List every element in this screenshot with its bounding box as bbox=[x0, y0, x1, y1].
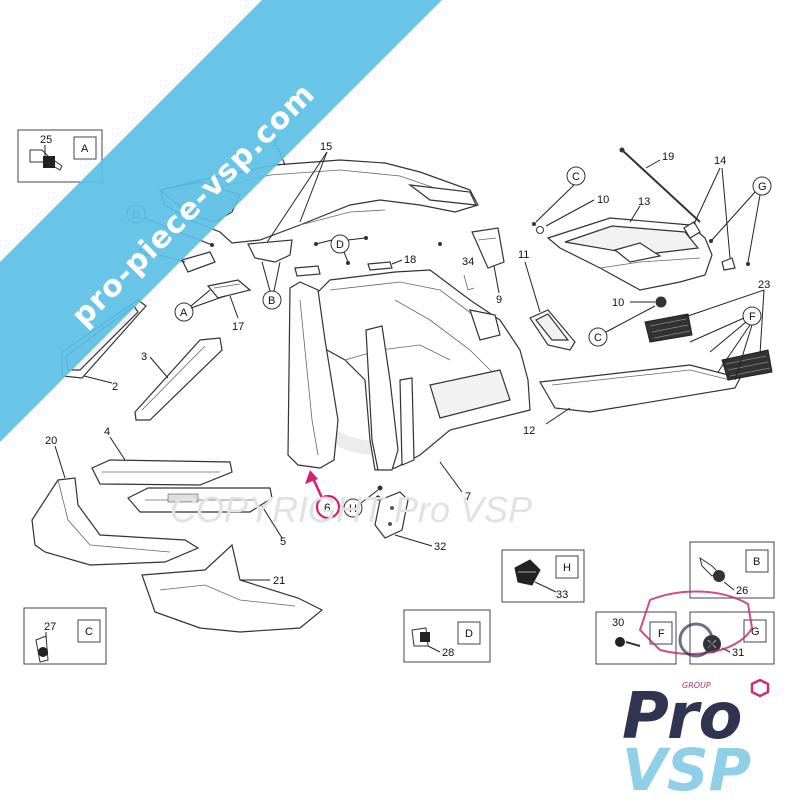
detail-box-A: A 25 bbox=[17, 129, 103, 183]
callout-C1-text: C bbox=[572, 171, 580, 183]
callout-A-text: A bbox=[180, 307, 188, 319]
callout-11: 11 bbox=[518, 249, 529, 261]
detail-box-F: F 30 bbox=[595, 611, 677, 665]
callout-H-text: H bbox=[349, 503, 357, 515]
callout-letter-B bbox=[262, 290, 282, 310]
part-34-clip bbox=[463, 274, 475, 291]
detail-box-B: B 26 bbox=[689, 541, 775, 599]
part-23-net-a bbox=[644, 313, 693, 343]
callout-letter-C-lower bbox=[588, 327, 608, 347]
logo-hex-icon bbox=[750, 678, 770, 698]
detail-B-number: 26 bbox=[736, 585, 748, 597]
part-15-handle bbox=[247, 239, 293, 263]
part-11-cover bbox=[529, 309, 576, 351]
logo-group-text: GROUP bbox=[682, 681, 711, 690]
part-20-panel bbox=[31, 477, 200, 566]
logo-vsp-text: VSP bbox=[622, 736, 751, 800]
callout-5: 5 bbox=[280, 536, 286, 548]
detail-C-letter: C bbox=[85, 626, 93, 638]
part-3-pillar bbox=[134, 337, 223, 421]
callout-letter-G bbox=[752, 176, 772, 196]
callout-23: 23 bbox=[758, 279, 770, 291]
callout-9: 9 bbox=[496, 294, 502, 306]
detail-A-letter: A bbox=[81, 143, 89, 155]
callout-15: 15 bbox=[320, 141, 332, 153]
callout-G-text: G bbox=[758, 181, 767, 193]
part-9-bracket bbox=[471, 227, 505, 269]
callout-C2-text: C bbox=[594, 332, 602, 344]
callout-6: 6 bbox=[324, 501, 331, 515]
callout-letter-H bbox=[343, 498, 363, 518]
callout-B-text: B bbox=[268, 295, 275, 307]
part-7-quarter-trim bbox=[309, 269, 531, 471]
detail-D-letter: D bbox=[465, 628, 473, 640]
highlight-6: 6 bbox=[305, 470, 341, 520]
detail-C-number: 27 bbox=[44, 621, 56, 633]
part-14-hook bbox=[683, 221, 701, 239]
detail-F-number: 30 bbox=[612, 617, 624, 629]
part-4-sill bbox=[91, 459, 233, 486]
callout-21: 21 bbox=[273, 575, 285, 587]
callout-F-text: F bbox=[749, 311, 756, 323]
part-5-sill bbox=[127, 487, 273, 513]
callout-20: 20 bbox=[45, 435, 57, 447]
detail-box-C: C 27 bbox=[23, 607, 107, 665]
detail-G-letter: G bbox=[751, 626, 760, 638]
callout-3: 3 bbox=[141, 351, 147, 363]
part-17-light bbox=[206, 279, 252, 299]
detail-H-number: 33 bbox=[556, 589, 568, 601]
part-21-panel bbox=[141, 543, 324, 633]
detail-F-letter: F bbox=[658, 628, 665, 640]
logo-pro-text: Pro bbox=[622, 680, 742, 754]
part-6b-c-pillar bbox=[365, 325, 415, 471]
detail-box-D: D 28 bbox=[403, 609, 491, 663]
callout-4: 4 bbox=[104, 426, 110, 438]
callout-12: 12 bbox=[523, 425, 535, 437]
part-16-visor bbox=[181, 251, 216, 273]
part-19-strut bbox=[619, 147, 701, 223]
callout-10-lower: 10 bbox=[612, 297, 624, 309]
callout-2: 2 bbox=[112, 381, 118, 393]
detail-B-letter: B bbox=[753, 556, 760, 568]
part-13-cargo-cover bbox=[546, 217, 713, 291]
part-6-b-pillar bbox=[287, 281, 339, 469]
callout-7: 7 bbox=[465, 491, 471, 503]
detail-G-number: 31 bbox=[732, 647, 744, 659]
callout-letter-A bbox=[174, 302, 194, 322]
part-12-mat bbox=[539, 364, 741, 413]
part-18-clip-b bbox=[294, 265, 321, 277]
callout-17: 17 bbox=[232, 321, 244, 333]
callout-18: 18 bbox=[404, 254, 416, 266]
copyright-watermark: COPYRIGHT Pro VSP bbox=[170, 489, 532, 530]
callout-34: 34 bbox=[462, 256, 474, 268]
detail-box-H: H 33 bbox=[501, 549, 585, 603]
callout-13: 13 bbox=[638, 196, 650, 208]
callout-letter-C-upper bbox=[566, 166, 586, 186]
callout-D2-text: D bbox=[336, 239, 344, 251]
detail-D-number: 28 bbox=[442, 647, 454, 659]
provsp-logo: GROUP Pro VSP bbox=[622, 590, 770, 800]
part-14-hook-b bbox=[721, 257, 736, 271]
callout-14: 14 bbox=[714, 155, 726, 167]
callout-32: 32 bbox=[434, 541, 446, 553]
callout-letter-D-right bbox=[330, 234, 350, 254]
part-23-net-b bbox=[721, 349, 773, 381]
detail-H-letter: H bbox=[563, 562, 571, 574]
callout-19: 19 bbox=[662, 151, 674, 163]
callout-10-upper: 10 bbox=[597, 194, 609, 206]
detail-A-number: 25 bbox=[40, 134, 52, 146]
part-18-clip bbox=[367, 261, 393, 271]
part-32-bracket bbox=[374, 491, 409, 539]
